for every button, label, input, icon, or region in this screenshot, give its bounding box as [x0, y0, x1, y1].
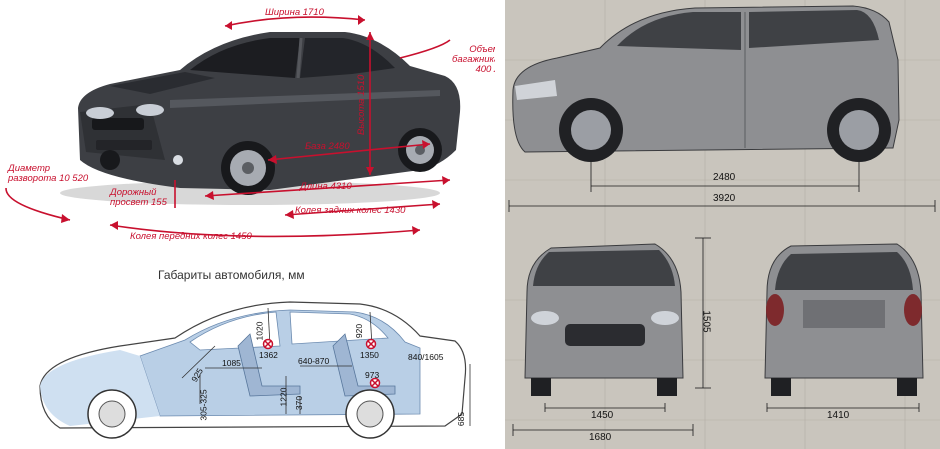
sedan-dimensions-photo: Ширина 1710 Высота 1510 Объем багажника …: [0, 0, 495, 262]
ground-clearance-label: Дорожный просвет 155: [110, 188, 167, 208]
trunk-label-line3: 400 л: [475, 63, 495, 75]
front-track-label: Колея передних колес 1450: [130, 231, 252, 242]
turning-diameter-label: Диаметр разворота 10 520: [8, 164, 88, 184]
dim-trunk-length: 840/1605: [408, 352, 444, 362]
front-width-dim: 1680: [589, 432, 612, 443]
blueprint-illustration: [505, 0, 940, 449]
clearance-label-line2: просвет 155: [110, 196, 167, 208]
length-label: Длина 4310: [300, 181, 352, 192]
dim-cushion-height: 305-325: [198, 389, 209, 421]
sedan-illustration: [5, 15, 461, 238]
interior-cutaway-diagram: 1020 1362 920 1350 925 1085 640-870 840/…: [0, 286, 495, 449]
dim-1085: 1085: [222, 358, 241, 368]
dim-front-shoulder: 1362: [259, 350, 278, 360]
dim-rear-headroom: 920: [354, 323, 365, 339]
figure-caption: Габариты автомобиля, мм: [158, 268, 305, 282]
dim-1220: 1220: [278, 387, 289, 407]
width-label: Ширина 1710: [265, 7, 324, 18]
clearance-label-line1: Дорожный: [110, 187, 157, 198]
rear-track-label: Колея задних колес 1430: [295, 205, 406, 216]
trunk-volume-label: Объем багажника 400 л: [452, 45, 495, 75]
cutaway-illustration: [39, 301, 471, 439]
panel-divider: [495, 0, 505, 449]
side-length-dim: 3920: [713, 193, 736, 204]
dim-973: 973: [365, 370, 380, 380]
dim-rear-shoulder: 1350: [360, 350, 379, 360]
dim-370: 370: [294, 395, 305, 411]
side-wheelbase-dim: 2480: [713, 172, 736, 183]
height-label: Высота 1510: [356, 74, 367, 135]
front-track-dim: 1450: [591, 410, 614, 421]
trunk-label-line1: Объем: [469, 44, 495, 55]
front-height-dim: 1505: [700, 310, 712, 333]
dim-lift-height: 685: [456, 411, 467, 427]
dim-front-headroom: 1020: [254, 321, 265, 341]
trunk-label-line2: багажника: [452, 53, 495, 65]
hatchback-blueprint: 2480 3920 1505 1450 1680 1410: [505, 0, 940, 449]
rear-track-dim: 1410: [827, 410, 850, 421]
dim-legroom: 640-870: [298, 356, 330, 366]
turning-label-line1: Диаметр: [8, 163, 51, 174]
wheelbase-label: База 2480: [305, 141, 350, 152]
turning-label-line2: разворота 10 520: [8, 172, 89, 184]
